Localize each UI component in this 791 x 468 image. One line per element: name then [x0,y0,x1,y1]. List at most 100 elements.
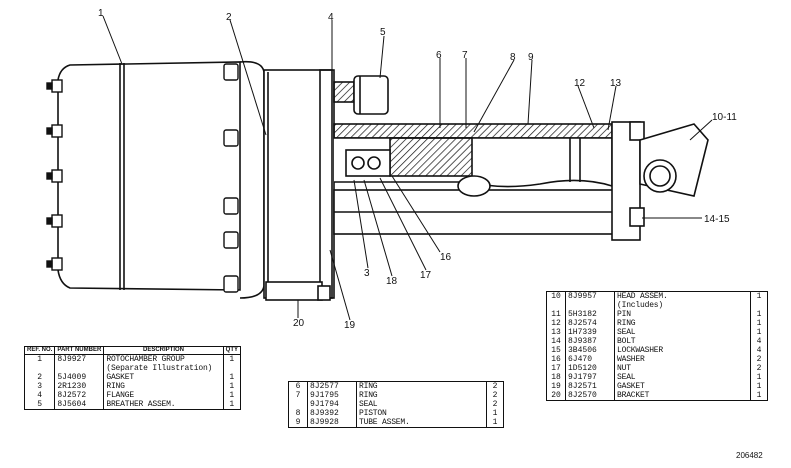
description-cell: WASHER [614,355,751,364]
ref-cell: 17 [546,364,566,373]
part-number-cell: 5J4009 [54,373,105,382]
qty-cell: 1 [750,319,768,328]
ref-cell: 16 [546,355,566,364]
ref-cell: 3 [23,382,56,391]
part-number-cell: 6J470 [565,355,615,364]
callout-19: 19 [344,320,356,331]
qty-cell: 1 [750,382,768,391]
qty-cell: 2 [486,391,504,400]
qty-cell: 1 [750,373,768,382]
rotochamber-body [57,60,335,299]
part-number-cell: 8J2571 [565,382,615,391]
description-cell: PIN [614,310,751,319]
description-cell: GASKET [103,373,224,382]
callout-6: 6 [436,50,442,61]
ref-cell: 6 [288,381,308,391]
piston [345,137,491,197]
description-cell: SEAL [356,400,487,409]
ref-cell: 10 [546,291,566,301]
part-number-cell: 8J2570 [565,391,615,401]
ref-cell: 18 [546,373,566,382]
qty-cell: 1 [222,391,242,400]
description-cell: RING [356,381,487,391]
part-number-cell: 8J9927 [54,354,105,364]
qty-cell: 2 [486,400,504,409]
part-number-cell: 8J2574 [565,319,615,328]
rotochamber-bolts [46,63,239,293]
ref-cell: 9 [288,418,308,428]
callout-7: 7 [462,50,468,61]
description-cell: SEAL [614,373,751,382]
part-number-header: PART NUMBER [54,346,105,355]
part-number-cell: 8J9957 [565,291,615,301]
ref-cell [546,301,566,310]
bracket [265,281,331,301]
part-number-cell: 1D5120 [565,364,615,373]
ref-cell: 1 [23,354,56,364]
description-cell: SEAL [614,328,751,337]
ref-cell: 11 [546,310,566,319]
qty-cell: 1 [750,291,768,301]
callout-2: 2 [226,12,232,23]
part-number-cell: 1H7339 [565,328,615,337]
callout-3: 3 [364,268,370,279]
part-number-cell: 3B4506 [565,346,615,355]
ref-cell: 13 [546,328,566,337]
part-number-cell: 9J1795 [307,391,357,400]
ref-cell: 19 [546,382,566,391]
qty-cell: 4 [750,337,768,346]
table-row: (Separate Illustration) [23,364,242,373]
callout-16: 16 [440,252,452,263]
description-cell: PISTON [356,409,487,418]
description-cell: BOLT [614,337,751,346]
ref-cell [23,364,56,373]
part-number-cell: 8J9392 [307,409,357,418]
description-cell: GASKET [614,382,751,391]
qty-cell: 2 [486,381,504,391]
callout-4: 4 [328,12,334,23]
table-header-row: REF. NO. PART NUMBER DESCRIPTION QTY [23,346,242,355]
qty-cell: 1 [750,310,768,319]
ref-cell: 15 [546,346,566,355]
part-number-cell: 8J2572 [54,391,105,400]
ref-cell: 20 [546,391,566,401]
qty-cell: 1 [750,328,768,337]
description-cell: NUT [614,364,751,373]
part-number-cell: 2R1230 [54,382,105,391]
description-cell: ROTOCHAMBER GROUP [103,354,224,364]
description-cell: RING [356,391,487,400]
qty-cell: 1 [486,409,504,418]
part-number-cell: 8J9387 [565,337,615,346]
qty-cell: 1 [222,373,242,382]
callout-10-11: 10-11 [712,112,737,123]
breather-assembly [333,75,389,115]
qty-cell [750,301,768,310]
drawing-number: 206482 [736,451,763,460]
callout-18: 18 [386,276,398,287]
qty-cell: 1 [222,382,242,391]
part-number-cell: 8J5604 [54,400,105,410]
ref-header: REF. NO. [23,346,56,355]
qty-cell [222,364,242,373]
